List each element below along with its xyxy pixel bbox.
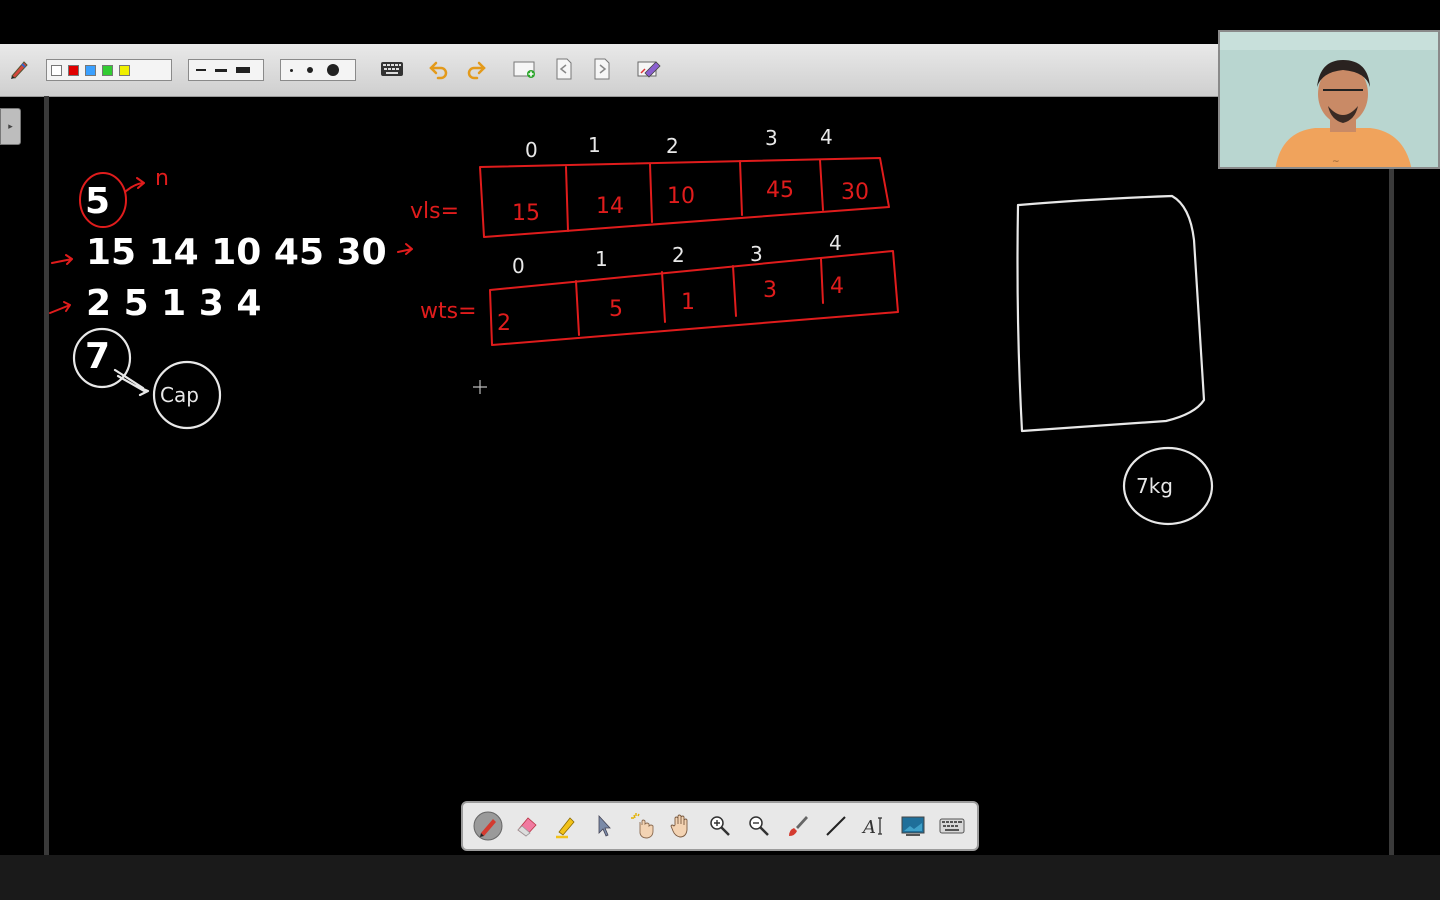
- cursor-crosshair-icon: [473, 380, 487, 394]
- small-dot-option[interactable]: [290, 68, 293, 72]
- thick-line-option[interactable]: [236, 67, 250, 73]
- knapsack-box: [1016, 194, 1206, 433]
- line-width-picker: [188, 59, 264, 81]
- zoom-in-icon[interactable]: [701, 807, 740, 845]
- svg-text:A: A: [861, 817, 876, 838]
- value-cell: 10: [667, 184, 695, 209]
- next-page-icon[interactable]: [588, 56, 616, 82]
- weights-typed-line: 2 5 1 3 4: [86, 283, 261, 324]
- right-board-border: [1389, 168, 1394, 855]
- color-swatch[interactable]: [85, 64, 96, 76]
- values-array-dividers: [565, 159, 824, 232]
- highlighter-icon[interactable]: [546, 807, 585, 845]
- svg-text:~: ~: [1332, 157, 1340, 167]
- medium-dot-option[interactable]: [307, 67, 313, 73]
- index-label: 2: [672, 243, 685, 267]
- select-arrow-icon[interactable]: [585, 807, 624, 845]
- brush-icon[interactable]: [778, 807, 817, 845]
- index-label: 3: [750, 242, 763, 266]
- dot-size-picker: [280, 59, 356, 81]
- weight-cell: 1: [681, 290, 695, 315]
- weight-cell: 4: [830, 274, 844, 299]
- weights-array-dividers: [575, 258, 824, 336]
- cap-value-text: 7: [85, 336, 110, 377]
- pan-hand-icon[interactable]: [662, 807, 701, 845]
- index-label: 0: [525, 138, 538, 162]
- weight-cell: 3: [763, 278, 777, 303]
- index-label: 2: [666, 134, 679, 158]
- cap-label-circle: [152, 360, 222, 430]
- undo-icon[interactable]: [425, 56, 453, 82]
- zoom-out-icon[interactable]: [739, 807, 778, 845]
- values-typed-line: 15 14 10 45 30: [86, 232, 387, 273]
- cap-value-circle: [72, 327, 132, 389]
- drawing-toolbar: [0, 44, 1218, 97]
- bottom-bar: [0, 855, 1440, 900]
- cap-label: Cap: [160, 383, 199, 407]
- index-label: 1: [595, 247, 608, 271]
- value-cell: 45: [766, 178, 794, 203]
- n-arrow: [124, 177, 145, 193]
- weights-index-row: 0 1 2 3 4: [512, 231, 842, 278]
- floating-tool-palette: A: [461, 801, 979, 851]
- thin-line-option[interactable]: [196, 69, 206, 71]
- left-board-border: [44, 96, 49, 855]
- index-label: 3: [765, 126, 778, 150]
- whiteboard-canvas[interactable]: 5 n 15 14 10 45 30 2 5 1 3 4 7 Cap vls= …: [0, 96, 1440, 855]
- knapsack-label-circle: [1122, 446, 1214, 526]
- n-label: n: [155, 166, 169, 191]
- wts-label: wts=: [420, 299, 477, 324]
- large-dot-option[interactable]: [327, 64, 339, 76]
- medium-line-option[interactable]: [215, 68, 227, 72]
- values-array-box: [479, 157, 890, 238]
- value-cell: 30: [841, 180, 869, 205]
- value-cell: 14: [596, 194, 624, 219]
- index-label: 4: [829, 231, 842, 255]
- line-icon[interactable]: [816, 807, 855, 845]
- color-swatch[interactable]: [102, 64, 113, 76]
- add-page-icon[interactable]: [511, 56, 539, 82]
- eraser-icon[interactable]: [508, 807, 547, 845]
- keyboard-icon[interactable]: [932, 807, 971, 845]
- keyboard-icon[interactable]: [378, 56, 406, 82]
- value-cell: 15: [512, 201, 540, 226]
- weights-arrow: [49, 301, 71, 314]
- vls-label: vls=: [410, 199, 459, 224]
- color-swatch[interactable]: [119, 64, 130, 76]
- prev-page-icon[interactable]: [550, 56, 578, 82]
- color-swatch[interactable]: [51, 64, 62, 76]
- index-label: 0: [512, 254, 525, 278]
- values-to-array-arrow: [397, 243, 413, 255]
- values-arrow: [51, 254, 73, 265]
- values-index-row: 0 1 2 3 4: [525, 125, 833, 162]
- clear-icon[interactable]: [634, 56, 664, 82]
- webcam-feed: ~: [1218, 30, 1440, 169]
- index-label: 4: [820, 125, 833, 149]
- text-icon[interactable]: A: [855, 807, 894, 845]
- n-value-text: 5: [85, 181, 110, 222]
- pen-settings-icon[interactable]: [6, 56, 32, 82]
- weights-array-box: [489, 250, 899, 346]
- magic-hand-icon[interactable]: [623, 807, 662, 845]
- pen-icon[interactable]: [469, 807, 508, 845]
- cap-arrow: [113, 368, 150, 397]
- color-swatch[interactable]: [68, 64, 79, 76]
- knapsack-label: 7kg: [1136, 474, 1173, 498]
- presenter-video-icon: ~: [1220, 32, 1438, 167]
- screen-icon[interactable]: [894, 807, 933, 845]
- weight-cell: 5: [609, 297, 623, 322]
- side-panel-toggle[interactable]: ▸: [0, 108, 21, 145]
- weights-cells: 2 5 1 3 4: [497, 274, 844, 336]
- weight-cell: 2: [497, 311, 511, 336]
- values-cells: 15 14 10 45 30: [512, 178, 869, 226]
- color-palette: [46, 59, 172, 81]
- redo-icon[interactable]: [462, 56, 490, 82]
- index-label: 1: [588, 133, 601, 157]
- n-value-circle: [79, 172, 127, 228]
